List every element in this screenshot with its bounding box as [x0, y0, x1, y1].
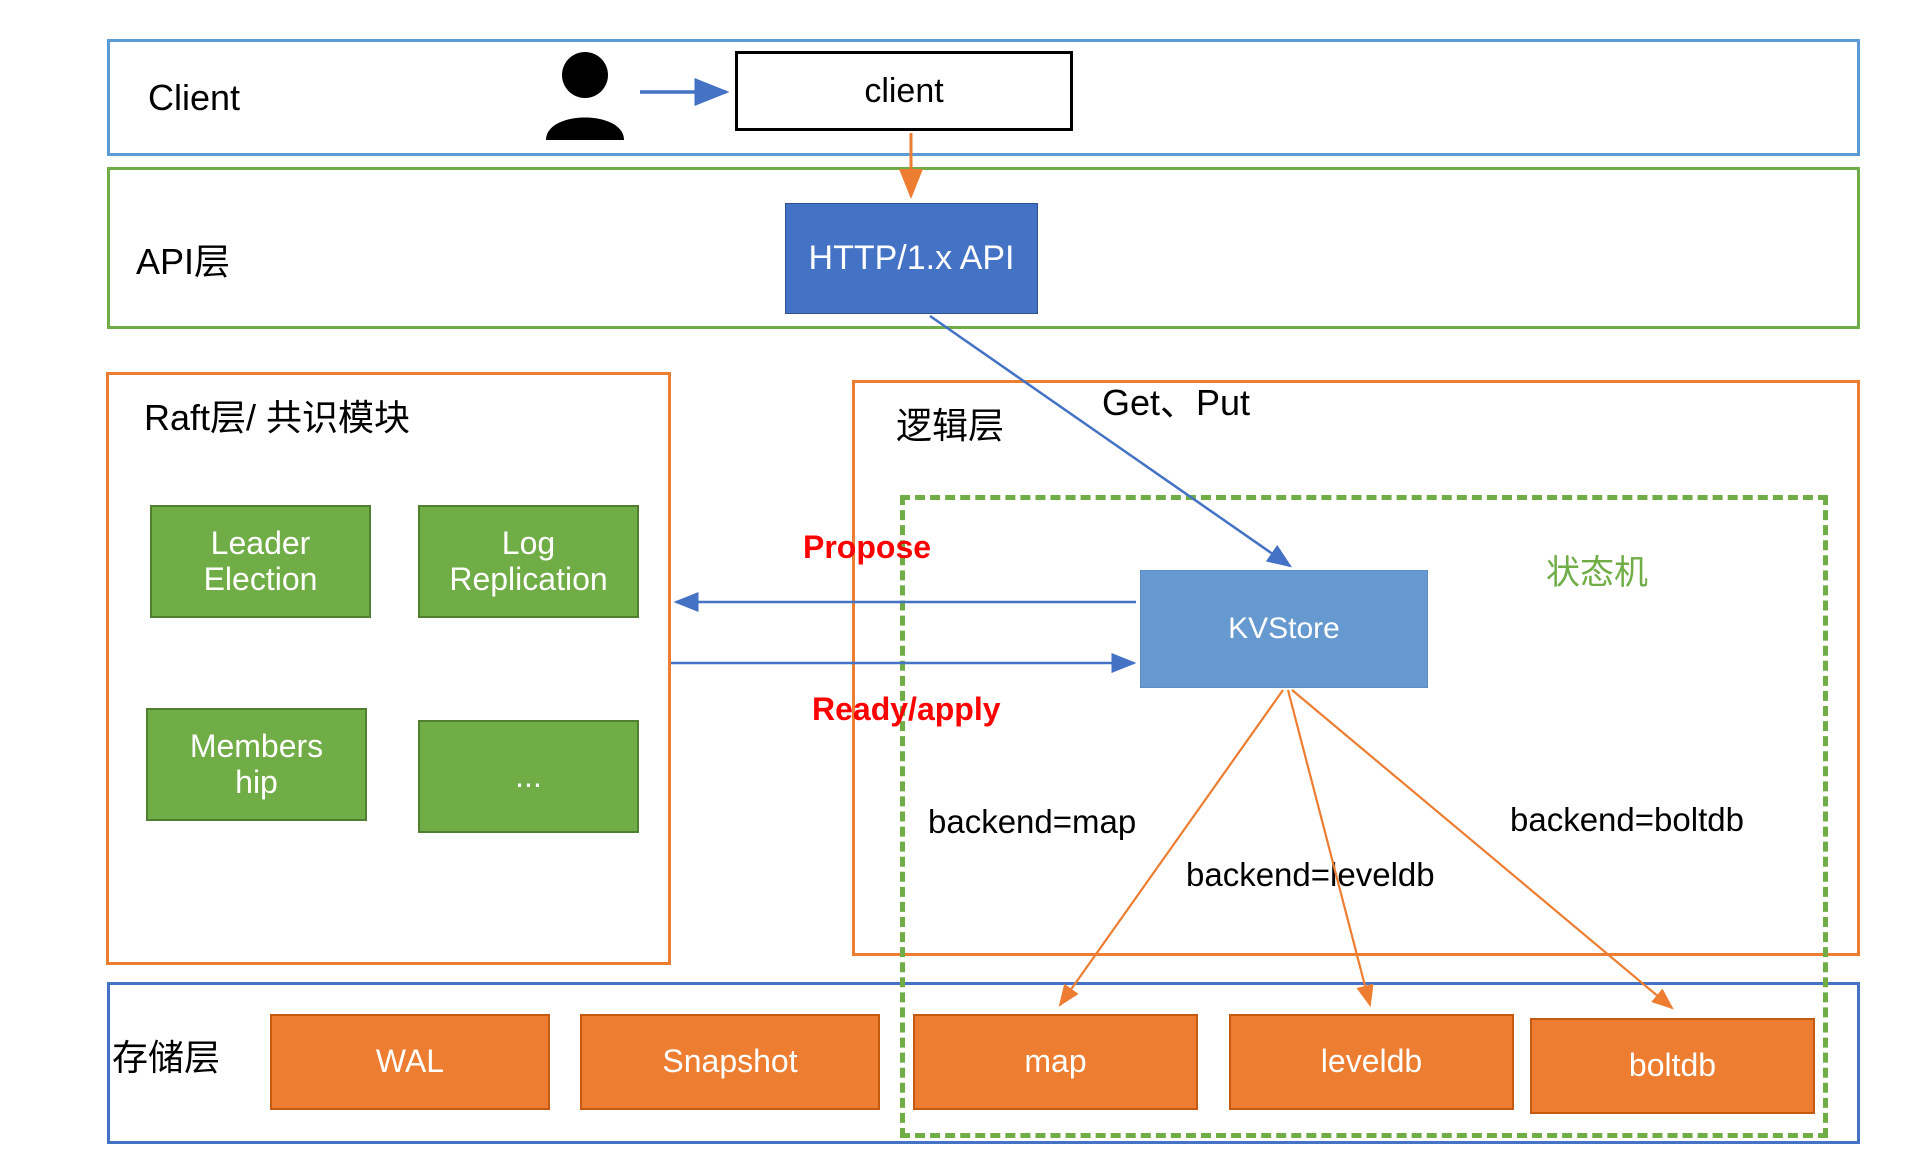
storage-node-label: leveldb: [1320, 1043, 1423, 1080]
raft-module-leader-election[interactable]: Leader Election: [150, 505, 371, 618]
raft-layer-label: Raft层/ 共识模块: [144, 397, 411, 438]
raft-module-membership[interactable]: Members hip: [146, 708, 367, 821]
edge-label-backend-boltdb: backend=boltdb: [1510, 801, 1744, 838]
edge-label-ready-apply: Ready/apply: [812, 691, 1001, 727]
client-node[interactable]: client: [735, 51, 1073, 131]
edge-label-get-put: Get、Put: [1102, 382, 1251, 423]
storage-node-label: boltdb: [1628, 1047, 1717, 1084]
raft-module-log-replication[interactable]: Log Replication: [418, 505, 639, 618]
client-layer-container: [107, 39, 1860, 156]
state-machine-dashed-box: [900, 495, 1828, 1138]
storage-node-leveldb[interactable]: leveldb: [1229, 1014, 1514, 1110]
storage-node-boltdb[interactable]: boltdb: [1530, 1018, 1815, 1114]
raft-module-label: Leader Election: [203, 524, 318, 597]
raft-module-more[interactable]: ...: [418, 720, 639, 833]
client-layer-label: Client: [148, 77, 241, 118]
state-machine-label: 状态机: [1546, 554, 1648, 592]
raft-module-label: Members hip: [189, 727, 324, 800]
user-person-icon: [540, 50, 630, 140]
logic-layer-label: 逻辑层: [896, 405, 1005, 446]
http-api-node[interactable]: HTTP/1.x API: [785, 203, 1038, 314]
storage-node-map[interactable]: map: [913, 1014, 1198, 1110]
storage-node-wal[interactable]: WAL: [270, 1014, 550, 1110]
storage-node-label: Snapshot: [662, 1043, 798, 1080]
storage-layer-label: 存储层: [112, 1037, 221, 1078]
storage-layer-container: [107, 982, 1860, 1144]
http-api-node-label: HTTP/1.x API: [808, 239, 1015, 278]
edge-label-backend-leveldb: backend=leveldb: [1186, 856, 1435, 893]
raft-layer-container: [106, 372, 671, 965]
kvstore-node[interactable]: KVStore: [1140, 570, 1428, 688]
raft-module-label: Log Replication: [449, 524, 608, 597]
storage-node-label: map: [1024, 1043, 1087, 1080]
edge-label-backend-map: backend=map: [928, 803, 1137, 840]
raft-module-label: ...: [515, 757, 542, 794]
api-layer-label: API层: [136, 241, 231, 282]
storage-node-snapshot[interactable]: Snapshot: [580, 1014, 880, 1110]
storage-node-label: WAL: [375, 1043, 445, 1080]
edge-label-propose: Propose: [803, 529, 932, 565]
kvstore-node-label: KVStore: [1228, 612, 1340, 646]
client-node-label: client: [864, 71, 944, 110]
